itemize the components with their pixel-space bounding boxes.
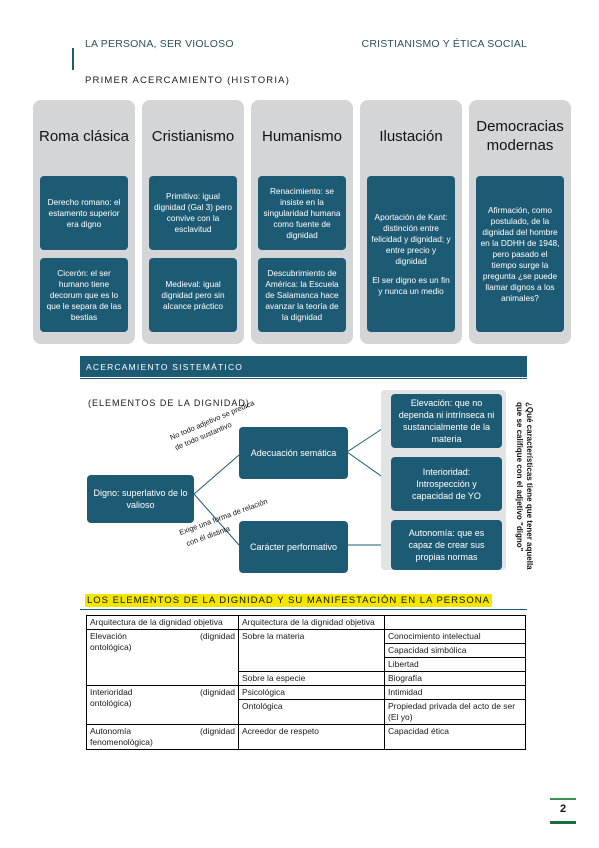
history-column-ilustracion: Ilustación Aportación de Kant: distinció… [360, 100, 462, 344]
history-card: Descubrimiento de América: la Escuela de… [258, 258, 346, 332]
table-section-title: LOS ELEMENTOS DE LA DIGNIDAD Y SU MANIFE… [85, 594, 492, 607]
side-question: ¿Qué características tiene que tener aqu… [504, 402, 534, 592]
side-question-line-1: ¿Qué características tiene que tener aqu… [525, 402, 534, 570]
page-number-rule [550, 821, 576, 824]
history-card: Renacimiento: se insiste en la singulari… [258, 176, 346, 250]
table-row: Ontológica Propiedad privada del acto de… [87, 699, 526, 725]
systematic-band-rule [80, 378, 527, 379]
table-row: Interioridad (dignidad ontológica) Psicol… [86, 685, 526, 725]
leaf-node-elevacion: Elevación: que no dependa ni intrínseca … [391, 394, 502, 448]
header-left: LA PERSONA, SER VIOLOSO [85, 38, 234, 50]
table-section-rule [80, 609, 527, 610]
column-title: Roma clásica [38, 127, 130, 145]
connector-line [193, 493, 240, 546]
table-cell: Sobre la especie [238, 671, 385, 686]
page-number: 2 [559, 803, 567, 815]
table-cell: Biografía [384, 671, 526, 686]
header-right: CRISTIANISMO Y ÉTICA SOCIAL [361, 38, 527, 50]
history-card: Derecho romano: el estamento superior er… [40, 176, 128, 250]
connector-line [193, 454, 240, 495]
history-section-title: PRIMER ACERCAMIENTO (HISTORIA) [85, 75, 291, 86]
table-header-row: Arquitectura de la dignidad objetiva Arq… [86, 615, 526, 630]
side-question-line-2: que se califique con el adjetivo "digno" [515, 402, 524, 552]
history-column-democracias: Democracias modernas Afirmación, como po… [469, 100, 571, 344]
table-cell-text: ontológica) [90, 642, 132, 652]
branch-node-performative: Carácter performativo [239, 521, 348, 573]
table-row: Autonomía (dignidad fenomenológica) Acree… [86, 724, 526, 750]
history-column-roma: Roma clásica Derecho romano: el estament… [33, 100, 135, 344]
history-card: Afirmación, como postulado, de la dignid… [476, 176, 564, 332]
page-number-rule-top [550, 798, 576, 800]
history-card: Aportación de Kant: distinción entre fel… [367, 176, 455, 332]
table-row: Elevación (dignidad ontológica) Sobre la … [86, 629, 526, 686]
table-cell-text: (dignidad [200, 726, 235, 736]
leaf-node-autonomia: Autonomía: que es capaz de crear sus pro… [391, 520, 502, 570]
history-card: Primitivo: igual dignidad (Gal 3) pero c… [149, 176, 237, 250]
history-card: Cicerón: el ser humano tiene decorum que… [40, 258, 128, 332]
table-cell: Capacidad simbólica [384, 643, 526, 658]
table-header-cell: Arquitectura de la dignidad objetiva [238, 615, 385, 630]
table-cell: Conocimiento intelectual [384, 629, 526, 644]
column-title: Cristianismo [151, 127, 235, 145]
table-header-cell: Arquitectura de la dignidad objetiva [86, 615, 239, 630]
table-cell: Libertad [384, 657, 526, 672]
column-title: Ilustación [379, 127, 443, 145]
history-column-cristianismo: Cristianismo Primitivo: igual dignidad (… [142, 100, 244, 344]
header-accent-bar [72, 48, 74, 70]
table-cell: Ontológica [238, 699, 385, 725]
table-cell: Acreedor de respeto [238, 724, 385, 750]
leaf-node-interioridad: Interioridad: Introspección y capacidad … [391, 457, 502, 511]
branch-node-semantic: Adecuación semática [239, 427, 348, 479]
table-cell: Intimidad [384, 685, 526, 700]
table-cell-text: Interioridad [90, 687, 133, 697]
table-cell-text: Elevación [90, 631, 127, 641]
table-cell-text: (dignidad [200, 687, 235, 697]
table-cell-text: Autonomía [90, 726, 132, 736]
table-cell: Interioridad (dignidad ontológica) [86, 685, 239, 725]
root-node: Digno: superlativo de lo valioso [87, 475, 194, 523]
table-cell: Autonomía (dignidad fenomenológica) [86, 724, 239, 750]
history-card-text: Aportación de Kant: distinción entre fel… [371, 211, 451, 266]
systematic-subtitle: (ELEMENTOS DE LA DIGNIDAD) [88, 398, 250, 408]
history-column-humanismo: Humanismo Renacimiento: se insiste en la… [251, 100, 353, 344]
table-cell-text: (dignidad [200, 631, 235, 641]
table-cell: Propiedad privada del acto de ser (El yo… [384, 699, 526, 725]
table-header-cell [384, 615, 526, 630]
history-card-text: El ser digno es un fin y nunca un medio [372, 274, 450, 296]
systematic-band: ACERCAMIENTO SISTEMÁTICO [80, 356, 527, 377]
table-cell: Capacidad ética [384, 724, 526, 750]
table-cell-text: fenomenológica) [90, 737, 153, 747]
column-title: Humanismo [261, 127, 343, 145]
table-cell: Psicológica [238, 685, 385, 700]
column-title: Democracias modernas [476, 118, 564, 154]
table-cell: Sobre la materia [238, 629, 385, 672]
table-cell-text: ontológica) [90, 698, 132, 708]
table-cell: Elevación (dignidad ontológica) [86, 629, 239, 686]
dignity-table: Arquitectura de la dignidad objetiva Arq… [86, 615, 526, 750]
history-card: Medieval: igual dignidad pero sin alcanc… [149, 258, 237, 332]
